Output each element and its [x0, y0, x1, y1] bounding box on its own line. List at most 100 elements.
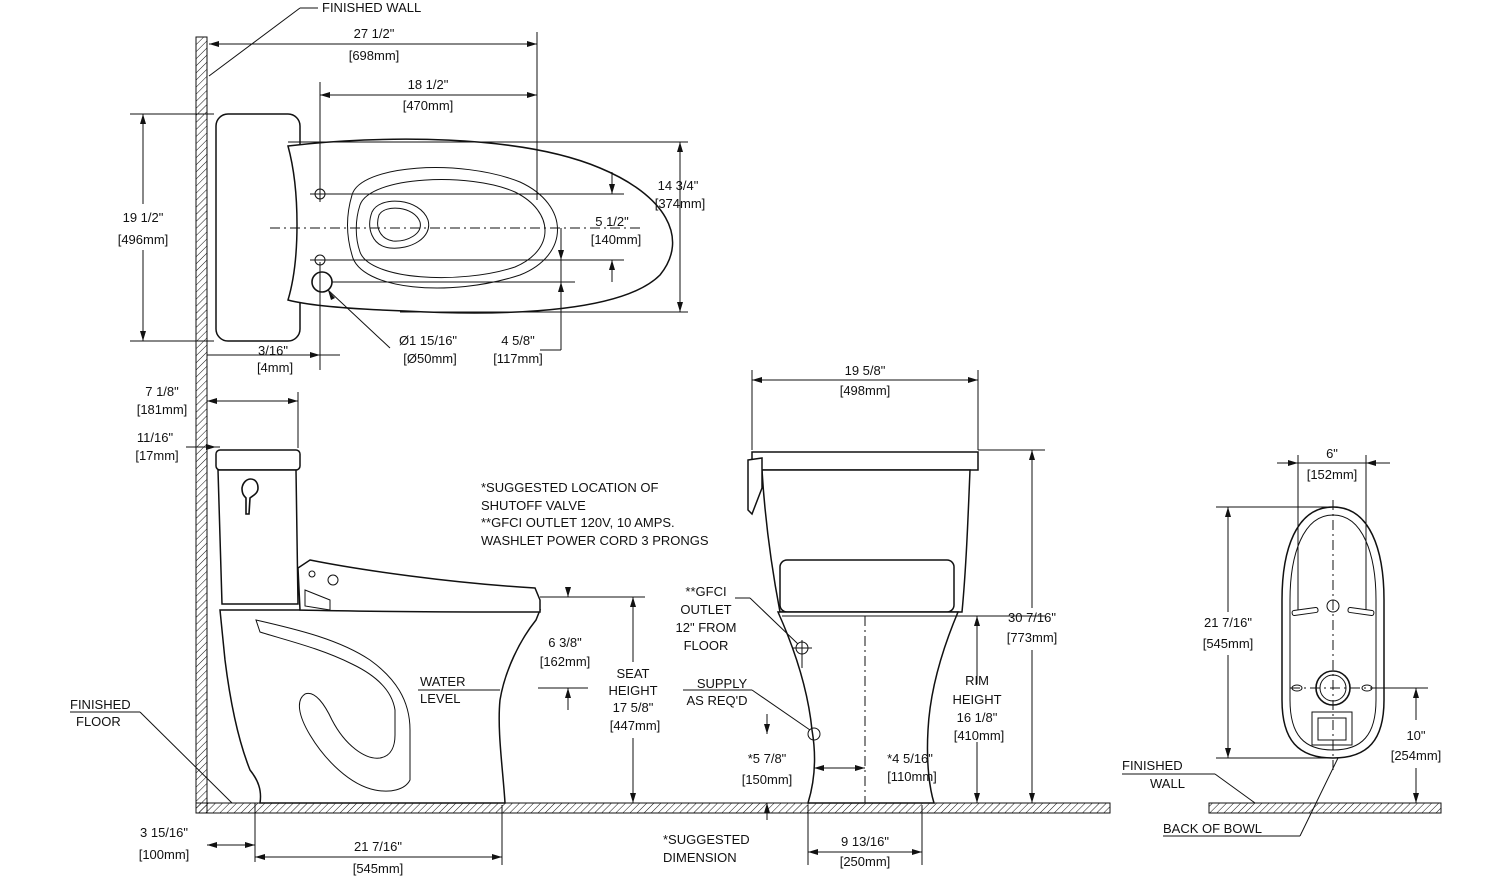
tank-top-view	[215, 113, 301, 342]
dim-3-1516-mm: [100mm]	[139, 847, 190, 862]
label-gfci-1: **GFCI	[685, 584, 726, 599]
dim-5-mm: [140mm]	[591, 232, 642, 247]
dim-14-threequarter: 14 3/4" [374mm]	[655, 142, 706, 312]
dim-9-mm: [250mm]	[840, 854, 891, 869]
label-rim-height-3: 16 1/8"	[957, 710, 998, 725]
side-view	[215, 449, 542, 804]
dim-18-half: 18 1/2" [470mm]	[320, 77, 537, 113]
seat-front	[779, 559, 955, 613]
dim-27-in: 27 1/2"	[354, 26, 395, 41]
supply-valve	[807, 727, 821, 741]
dim-19-58-mm: [498mm]	[840, 383, 891, 398]
pedestal-front	[776, 611, 960, 804]
dim-3-fifteensixteenth: 3 15/16" [100mm]	[139, 803, 256, 862]
dim-10-mm: [254mm]	[1391, 748, 1442, 763]
label-suggested-dim-2: DIMENSION	[663, 850, 737, 865]
bowl-side	[219, 609, 542, 804]
dim-27-mm: [698mm]	[349, 48, 400, 63]
dim-21-left: 21 7/16" [545mm]	[255, 805, 503, 876]
tank-lid-side	[215, 449, 301, 471]
label-rim-height-4: [410mm]	[954, 728, 1005, 743]
dim-seat-height: SEAT HEIGHT 17 5/8" [447mm]	[608, 597, 660, 803]
dim-19-mm: [496mm]	[118, 232, 169, 247]
dim-30-in: 30 7/16"	[1008, 610, 1056, 625]
label-seat-height-4: [447mm]	[610, 718, 661, 733]
dim-diameter-in: Ø1 15/16"	[399, 333, 457, 348]
note-line-4: WASHLET POWER CORD 3 PRONGS	[481, 533, 709, 548]
bottom-view	[1281, 500, 1385, 770]
label-seat-height-1: SEAT	[617, 666, 650, 681]
dim-4-58-mm: [117mm]	[493, 351, 543, 366]
dim-6-38-mm: [162mm]	[540, 654, 591, 669]
label-rim-height-1: RIM	[965, 673, 989, 688]
note-line-2: SHUTOFF VALVE	[481, 498, 586, 513]
dim-6-mm: [152mm]	[1307, 467, 1358, 482]
label-finished-floor-1: FINISHED	[70, 697, 131, 712]
label-supply-1: SUPPLY	[697, 676, 748, 691]
dim-3-1516-in: 3 15/16"	[140, 825, 188, 840]
label-supply-2: AS REQ'D	[687, 693, 748, 708]
dim-4-fivesixteenth: *4 5/16" [110mm]	[814, 751, 937, 784]
dim-11-16: 11/16" [17mm]	[135, 430, 220, 463]
dim-10: 10" [254mm]	[1378, 687, 1442, 803]
dim-21-right-mm: [545mm]	[1203, 636, 1254, 651]
dim-19-half: 19 1/2" [496mm]	[118, 114, 169, 341]
dim-6-38-in: 6 3/8"	[548, 635, 582, 650]
dim-30-mm: [773mm]	[1007, 630, 1058, 645]
finished-floor-right	[1208, 802, 1442, 814]
drain-inner	[377, 207, 421, 242]
dim-19-in: 19 1/2"	[123, 210, 164, 225]
flush-lever	[241, 478, 259, 515]
dim-diameter-mm: [Ø50mm]	[403, 351, 456, 366]
bowl-rim-top-view	[347, 167, 558, 289]
front-view	[747, 451, 979, 804]
dim-19-58-in: 19 5/8"	[845, 363, 886, 378]
dim-14-in: 14 3/4"	[658, 178, 699, 193]
dim-11-16-mm: [17mm]	[135, 448, 178, 463]
dim-6-threeeighth: 6 3/8" [162mm]	[538, 587, 645, 710]
dim-5-78-in: *5 7/8"	[748, 751, 787, 766]
dim-3-16-in: 3/16"	[258, 343, 288, 358]
dim-21-right: 21 7/16" [545mm]	[1203, 506, 1333, 759]
dim-18-in: 18 1/2"	[408, 77, 449, 92]
bowl-inner-top-view	[355, 179, 546, 278]
tank-body-side	[217, 469, 299, 605]
label-finished-wall-right-2: WALL	[1150, 776, 1185, 791]
dim-4-516-mm: [110mm]	[887, 769, 937, 784]
dim-4-516-in: *4 5/16"	[887, 751, 933, 766]
dim-30-seveneighth: 30 7/16" [773mm]	[978, 449, 1058, 803]
dim-21-right-in: 21 7/16"	[1204, 615, 1252, 630]
label-suggested-dim-1: *SUGGESTED	[663, 832, 750, 847]
note-line-1: *SUGGESTED LOCATION OF	[481, 480, 659, 495]
label-gfci-2: OUTLET	[680, 602, 731, 617]
trapway-side	[255, 619, 411, 792]
label-gfci-3: 12" FROM	[676, 620, 737, 635]
dim-5-78-mm: [150mm]	[742, 772, 793, 787]
label-finished-floor-2: FLOOR	[76, 714, 121, 729]
label-water-level-1: WATER	[420, 674, 466, 689]
finished-floor-left	[195, 802, 1111, 814]
dim-11-16-in: 11/16"	[137, 430, 174, 445]
label-seat-height-3: 17 5/8"	[613, 700, 654, 715]
tank-lid-front	[751, 451, 979, 471]
dim-3-16-mm: [4mm]	[257, 360, 293, 375]
dim-19-fiveeighth: 19 5/8" [498mm]	[751, 363, 979, 450]
label-rim-height-2: HEIGHT	[952, 692, 1001, 707]
dim-rim-height: RIM HEIGHT 16 1/8" [410mm]	[940, 615, 1045, 803]
dim-10-in: 10"	[1406, 728, 1425, 743]
seat-side	[297, 559, 541, 613]
dim-18-mm: [470mm]	[403, 98, 454, 113]
dim-27-half: 27 1/2" [698mm]	[209, 26, 537, 63]
dim-7-mm: [181mm]	[137, 402, 188, 417]
dim-3-16: 3/16" [4mm]	[207, 343, 340, 375]
dim-9-thirteensixteenth: 9 13/16" [250mm]	[807, 805, 923, 869]
label-back-of-bowl: BACK OF BOWL	[1163, 821, 1262, 836]
label-seat-height-2: HEIGHT	[608, 683, 657, 698]
dim-21-left-in: 21 7/16"	[354, 839, 402, 854]
finished-wall-hatch	[195, 36, 208, 814]
dim-7-oneeighth: 7 1/8" [181mm]	[137, 384, 299, 448]
dim-7-in: 7 1/8"	[145, 384, 179, 399]
outlet-bottom	[1315, 670, 1351, 706]
dim-14-mm: [374mm]	[655, 196, 706, 211]
dim-5-seveneighth: *5 7/8" [150mm]	[742, 714, 793, 820]
